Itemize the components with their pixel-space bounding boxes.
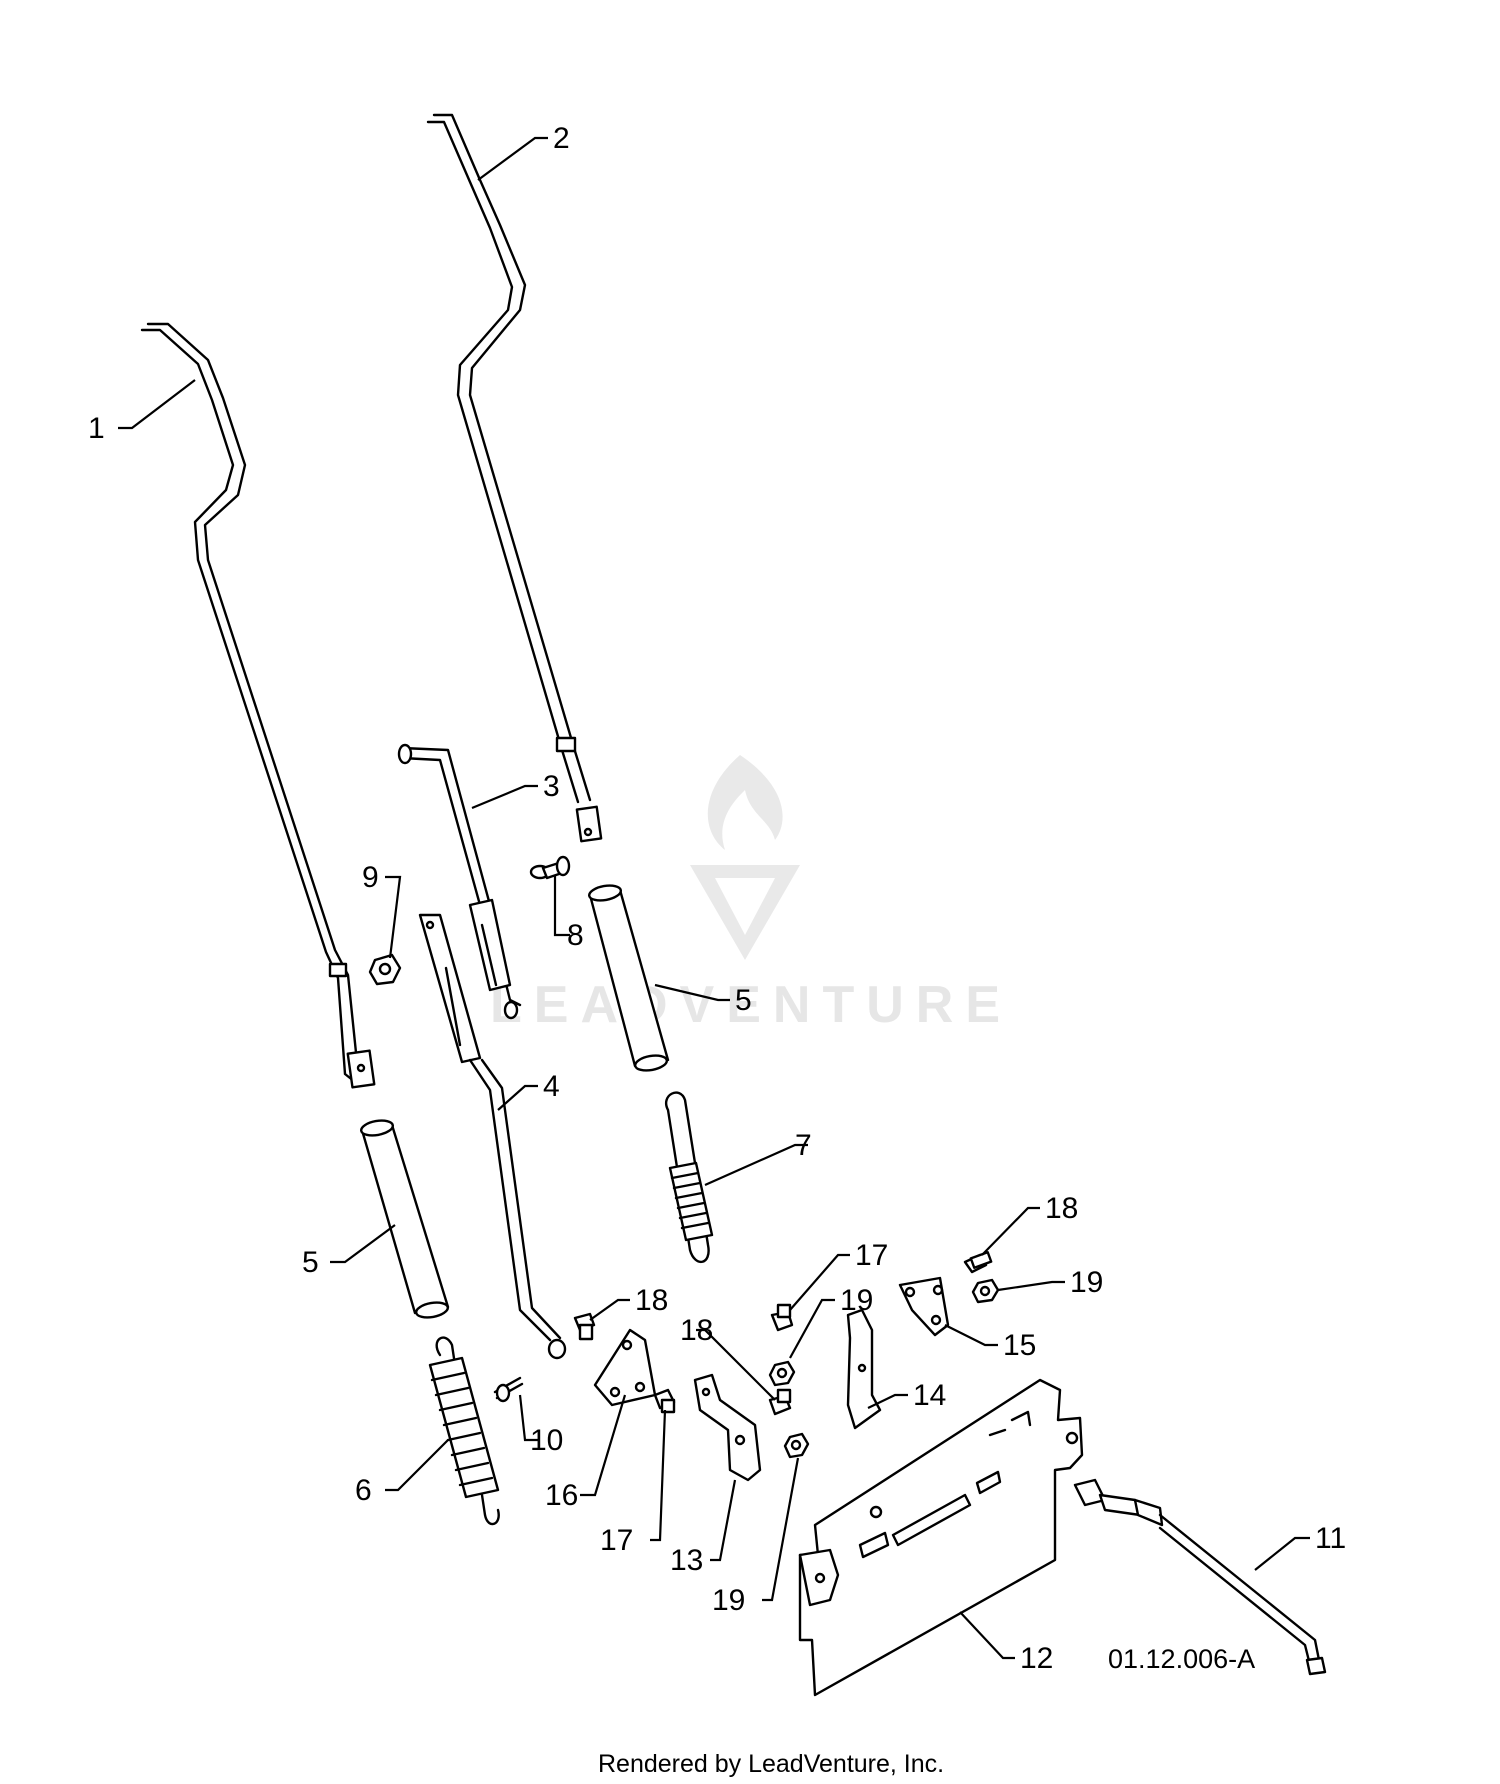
callout-13: 13 <box>670 1544 703 1577</box>
callout-18-middle: 18 <box>680 1314 713 1347</box>
callout-3: 3 <box>543 770 560 803</box>
part-18-bolt-c <box>768 1388 792 1416</box>
part-13-bracket <box>693 1373 762 1482</box>
callout-18-left: 18 <box>635 1284 668 1317</box>
callout-7: 7 <box>795 1129 812 1162</box>
callout-14: 14 <box>913 1379 946 1412</box>
part-17-bolt-a <box>770 1303 794 1332</box>
watermark: LEADVENTURE <box>490 755 1012 1034</box>
callout-8: 8 <box>567 919 584 952</box>
watermark-text: LEADVENTURE <box>490 976 1012 1034</box>
diagram-reference-code: 01.12.006-A <box>1108 1644 1255 1674</box>
part-1-lever-rod <box>140 322 376 1089</box>
part-7-spring <box>665 1091 714 1263</box>
callout-5-lower: 5 <box>302 1246 319 1279</box>
part-15-plate <box>898 1276 950 1337</box>
part-5-grip-upper <box>587 884 670 1072</box>
callout-1: 1 <box>88 412 105 445</box>
callout-4: 4 <box>543 1070 560 1103</box>
part-11-rod <box>1073 1478 1327 1676</box>
part-18-bolt-b <box>963 1251 993 1274</box>
flame-v-logo-icon <box>690 755 800 960</box>
part-19-nut-c <box>783 1432 810 1459</box>
part-8-clevis-pin <box>529 855 571 880</box>
part-10-cotter-pin <box>493 1376 524 1403</box>
callout-10: 10 <box>530 1424 563 1457</box>
part-3-slotted-link <box>397 743 522 1020</box>
part-19-nut-b <box>971 1278 1000 1304</box>
part-12-bracket-plate <box>798 1378 1084 1697</box>
callout-17-upper: 17 <box>855 1239 888 1272</box>
leader-lines <box>118 136 1310 1660</box>
part-17-bolt-b <box>653 1388 676 1414</box>
callout-5-upper: 5 <box>735 984 752 1017</box>
callout-19-right: 19 <box>1070 1266 1103 1299</box>
callout-6: 6 <box>355 1474 372 1507</box>
part-2-lever-rod <box>426 113 603 843</box>
callout-19-lower: 19 <box>712 1584 745 1617</box>
part-9-nut <box>368 953 402 986</box>
part-14-bracket <box>846 1308 882 1430</box>
callout-9: 9 <box>362 861 379 894</box>
part-4-slotted-link <box>418 913 567 1360</box>
part-16-plate <box>593 1328 657 1407</box>
callout-17-lower: 17 <box>600 1524 633 1557</box>
callout-2: 2 <box>553 122 570 155</box>
callout-11: 11 <box>1315 1522 1346 1555</box>
callout-19-upper: 19 <box>840 1284 873 1317</box>
callout-16: 16 <box>545 1479 578 1512</box>
part-5-grip-lower <box>359 1119 450 1319</box>
callout-18-right: 18 <box>1045 1192 1078 1225</box>
callout-labels: 1 2 3 4 5 5 6 7 8 9 10 11 12 13 14 15 16… <box>88 122 1346 1675</box>
part-6-extension-spring <box>428 1336 500 1526</box>
part-18-bolt-a <box>573 1312 596 1341</box>
callout-15: 15 <box>1003 1329 1036 1362</box>
footer-rendered-by: Rendered by LeadVenture, Inc. <box>598 1750 944 1778</box>
callout-12: 12 <box>1020 1642 1053 1675</box>
part-19-nut-a <box>768 1360 796 1387</box>
